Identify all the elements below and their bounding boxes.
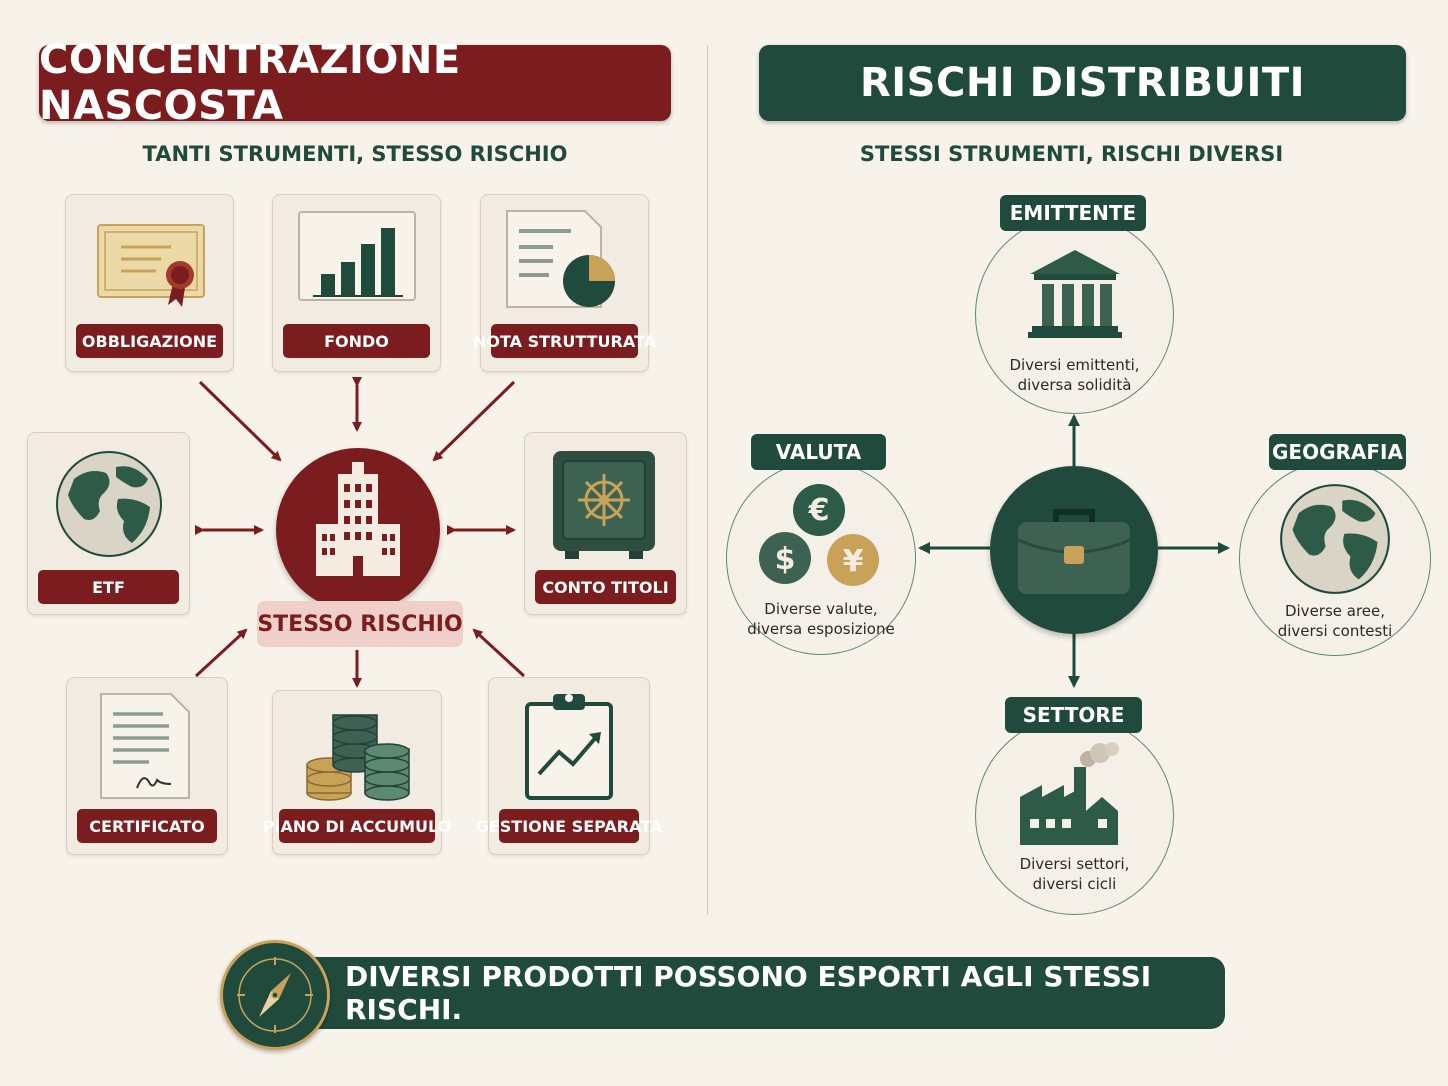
footer-banner xyxy=(280,957,1225,1029)
center-risk-label: STESSO RISCHIO xyxy=(257,601,463,647)
left-subtitle: TANTI STRUMENTI, STESSO RISCHIO xyxy=(142,142,568,166)
building-icon xyxy=(316,462,400,576)
bar-chart-icon xyxy=(298,211,416,301)
card-label: GESTIONE SEPARATA xyxy=(476,809,662,843)
right-subtitle: STESSI STRUMENTI, RISCHI DIVERSI xyxy=(859,142,1284,166)
footer-text: DIVERSI PRODOTTI POSSONO ESPORTI AGLI ST… xyxy=(345,960,1152,1026)
right-title: RISCHI DISTRIBUITI xyxy=(859,60,1305,106)
report-pie-icon xyxy=(506,210,615,308)
card-obbligazione[interactable]: OBBLIGAZIONE xyxy=(65,194,234,372)
card-nota-strutturata[interactable]: NOTA STRUTTURATA xyxy=(473,194,656,372)
left-title: CONCENTRAZIONE NASCOSTA xyxy=(39,37,461,129)
card-label: PIANO DI ACCUMULO xyxy=(263,809,451,843)
svg-text:$: $ xyxy=(775,542,796,577)
card-gestione-separata[interactable]: GESTIONE SEPARATA xyxy=(476,677,662,855)
safe-icon xyxy=(553,451,655,559)
center-risk-circle xyxy=(276,448,440,612)
node-emittente: Diversi emittenti, diversa solidità xyxy=(975,215,1174,414)
card-label: NOTA STRUTTURATA xyxy=(473,324,656,358)
left-arrows xyxy=(194,377,526,688)
coins-stack-icon xyxy=(306,714,410,801)
tag-valuta: VALUTA xyxy=(751,434,886,470)
right-arrows xyxy=(918,414,1230,688)
card-conto-titoli[interactable]: CONTO TITOLI xyxy=(524,432,687,615)
card-etf[interactable]: ETF xyxy=(27,432,190,615)
svg-text:€: € xyxy=(808,493,830,528)
left-title-banner: CONCENTRAZIONE NASCOSTA xyxy=(39,37,671,129)
document-signature-icon xyxy=(100,693,190,799)
node-desc-line1: Diversi emittenti, xyxy=(1009,356,1140,374)
compass-icon xyxy=(237,957,313,1033)
node-geografia: Diverse aree, diversi contesti xyxy=(1239,461,1431,656)
node-desc-line1: Diversi settori, xyxy=(1019,855,1130,873)
factory-icon xyxy=(1020,742,1119,845)
tag-geografia: GEOGRAFIA xyxy=(1269,434,1406,470)
node-desc-line2: diversi cicli xyxy=(1032,875,1117,893)
compass-badge xyxy=(220,940,330,1050)
card-label: CONTO TITOLI xyxy=(535,570,676,604)
briefcase-icon xyxy=(1017,509,1131,594)
node-desc-line2: diversa esposizione xyxy=(747,620,895,638)
node-desc-line1: Diverse aree, xyxy=(1284,602,1386,620)
card-label: CERTIFICATO xyxy=(77,809,217,843)
node-valuta: € $ ¥ Diverse valute, diversa esposizion… xyxy=(726,461,916,655)
tag-settore: SETTORE xyxy=(1005,697,1142,733)
node-desc-line2: diversi contesti xyxy=(1277,622,1393,640)
center-portfolio-circle xyxy=(990,466,1158,634)
globe-icon xyxy=(56,451,162,557)
svg-text:¥: ¥ xyxy=(843,544,864,579)
node-desc-line2: diversa solidità xyxy=(1017,376,1132,394)
node-settore: Diversi settori, diversi cicli xyxy=(975,716,1174,915)
node-desc-line1: Diverse valute, xyxy=(764,600,878,618)
card-fondo[interactable]: FONDO xyxy=(272,194,441,372)
card-label: FONDO xyxy=(283,324,430,358)
clipboard-chart-icon xyxy=(525,694,613,800)
card-certificato[interactable]: CERTIFICATO xyxy=(66,677,228,855)
bank-icon xyxy=(1028,250,1122,338)
tag-emittente: EMITTENTE xyxy=(1000,195,1146,231)
right-title-banner: RISCHI DISTRIBUITI xyxy=(759,45,1406,121)
certificate-icon xyxy=(97,224,205,307)
card-label: ETF xyxy=(38,570,179,604)
card-label: OBBLIGAZIONE xyxy=(76,324,223,358)
globe-icon xyxy=(1280,484,1390,594)
currency-icon: € $ ¥ xyxy=(759,484,879,586)
card-piano-di-accumulo[interactable]: PIANO DI ACCUMULO xyxy=(263,690,451,855)
section-divider xyxy=(707,45,708,915)
